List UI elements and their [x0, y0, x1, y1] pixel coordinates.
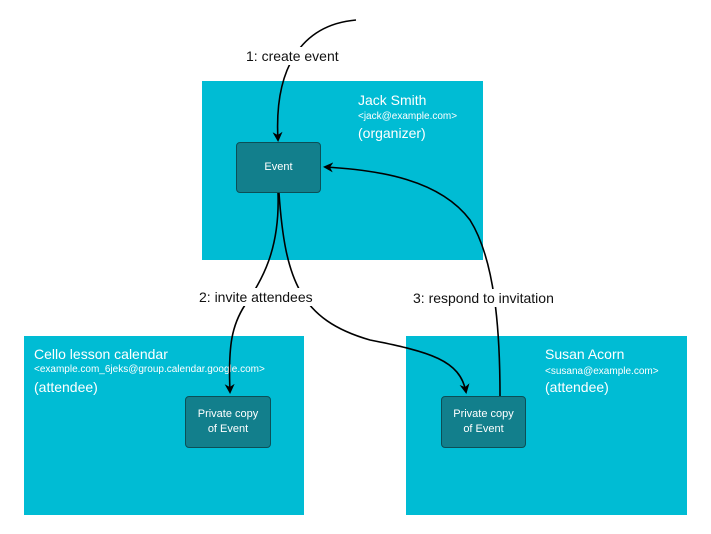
susan-role: (attendee) — [545, 379, 609, 395]
step-create-label: 1: create event — [244, 47, 341, 65]
susan-name: Susan Acorn — [545, 346, 625, 362]
cello-private-copy-node: Private copy of Event — [185, 396, 271, 448]
event-node: Event — [236, 142, 321, 193]
step-invite-label: 2: invite attendees — [197, 288, 315, 306]
event-node-label: Event — [264, 161, 293, 173]
cello-calendar-role: (attendee) — [34, 379, 98, 395]
susan-email: <susana@example.com> — [545, 366, 659, 377]
cello-calendar-email: <example.com_6jeks@group.calendar.google… — [34, 364, 265, 375]
cello-calendar-name: Cello lesson calendar — [34, 346, 168, 362]
susan-private-copy-label-line1: Private copy — [453, 408, 514, 420]
organizer-name: Jack Smith — [358, 92, 427, 108]
step-respond-label: 3: respond to invitation — [411, 289, 556, 307]
susan-private-copy-label-line2: of Event — [463, 423, 504, 435]
cello-private-copy-label-line1: Private copy — [197, 408, 259, 420]
organizer-role: (organizer) — [358, 125, 426, 141]
cello-private-copy-label-line2: of Event — [207, 423, 249, 435]
susan-private-copy-node: Private copy of Event — [441, 396, 526, 448]
organizer-email: <jack@example.com> — [358, 111, 458, 122]
